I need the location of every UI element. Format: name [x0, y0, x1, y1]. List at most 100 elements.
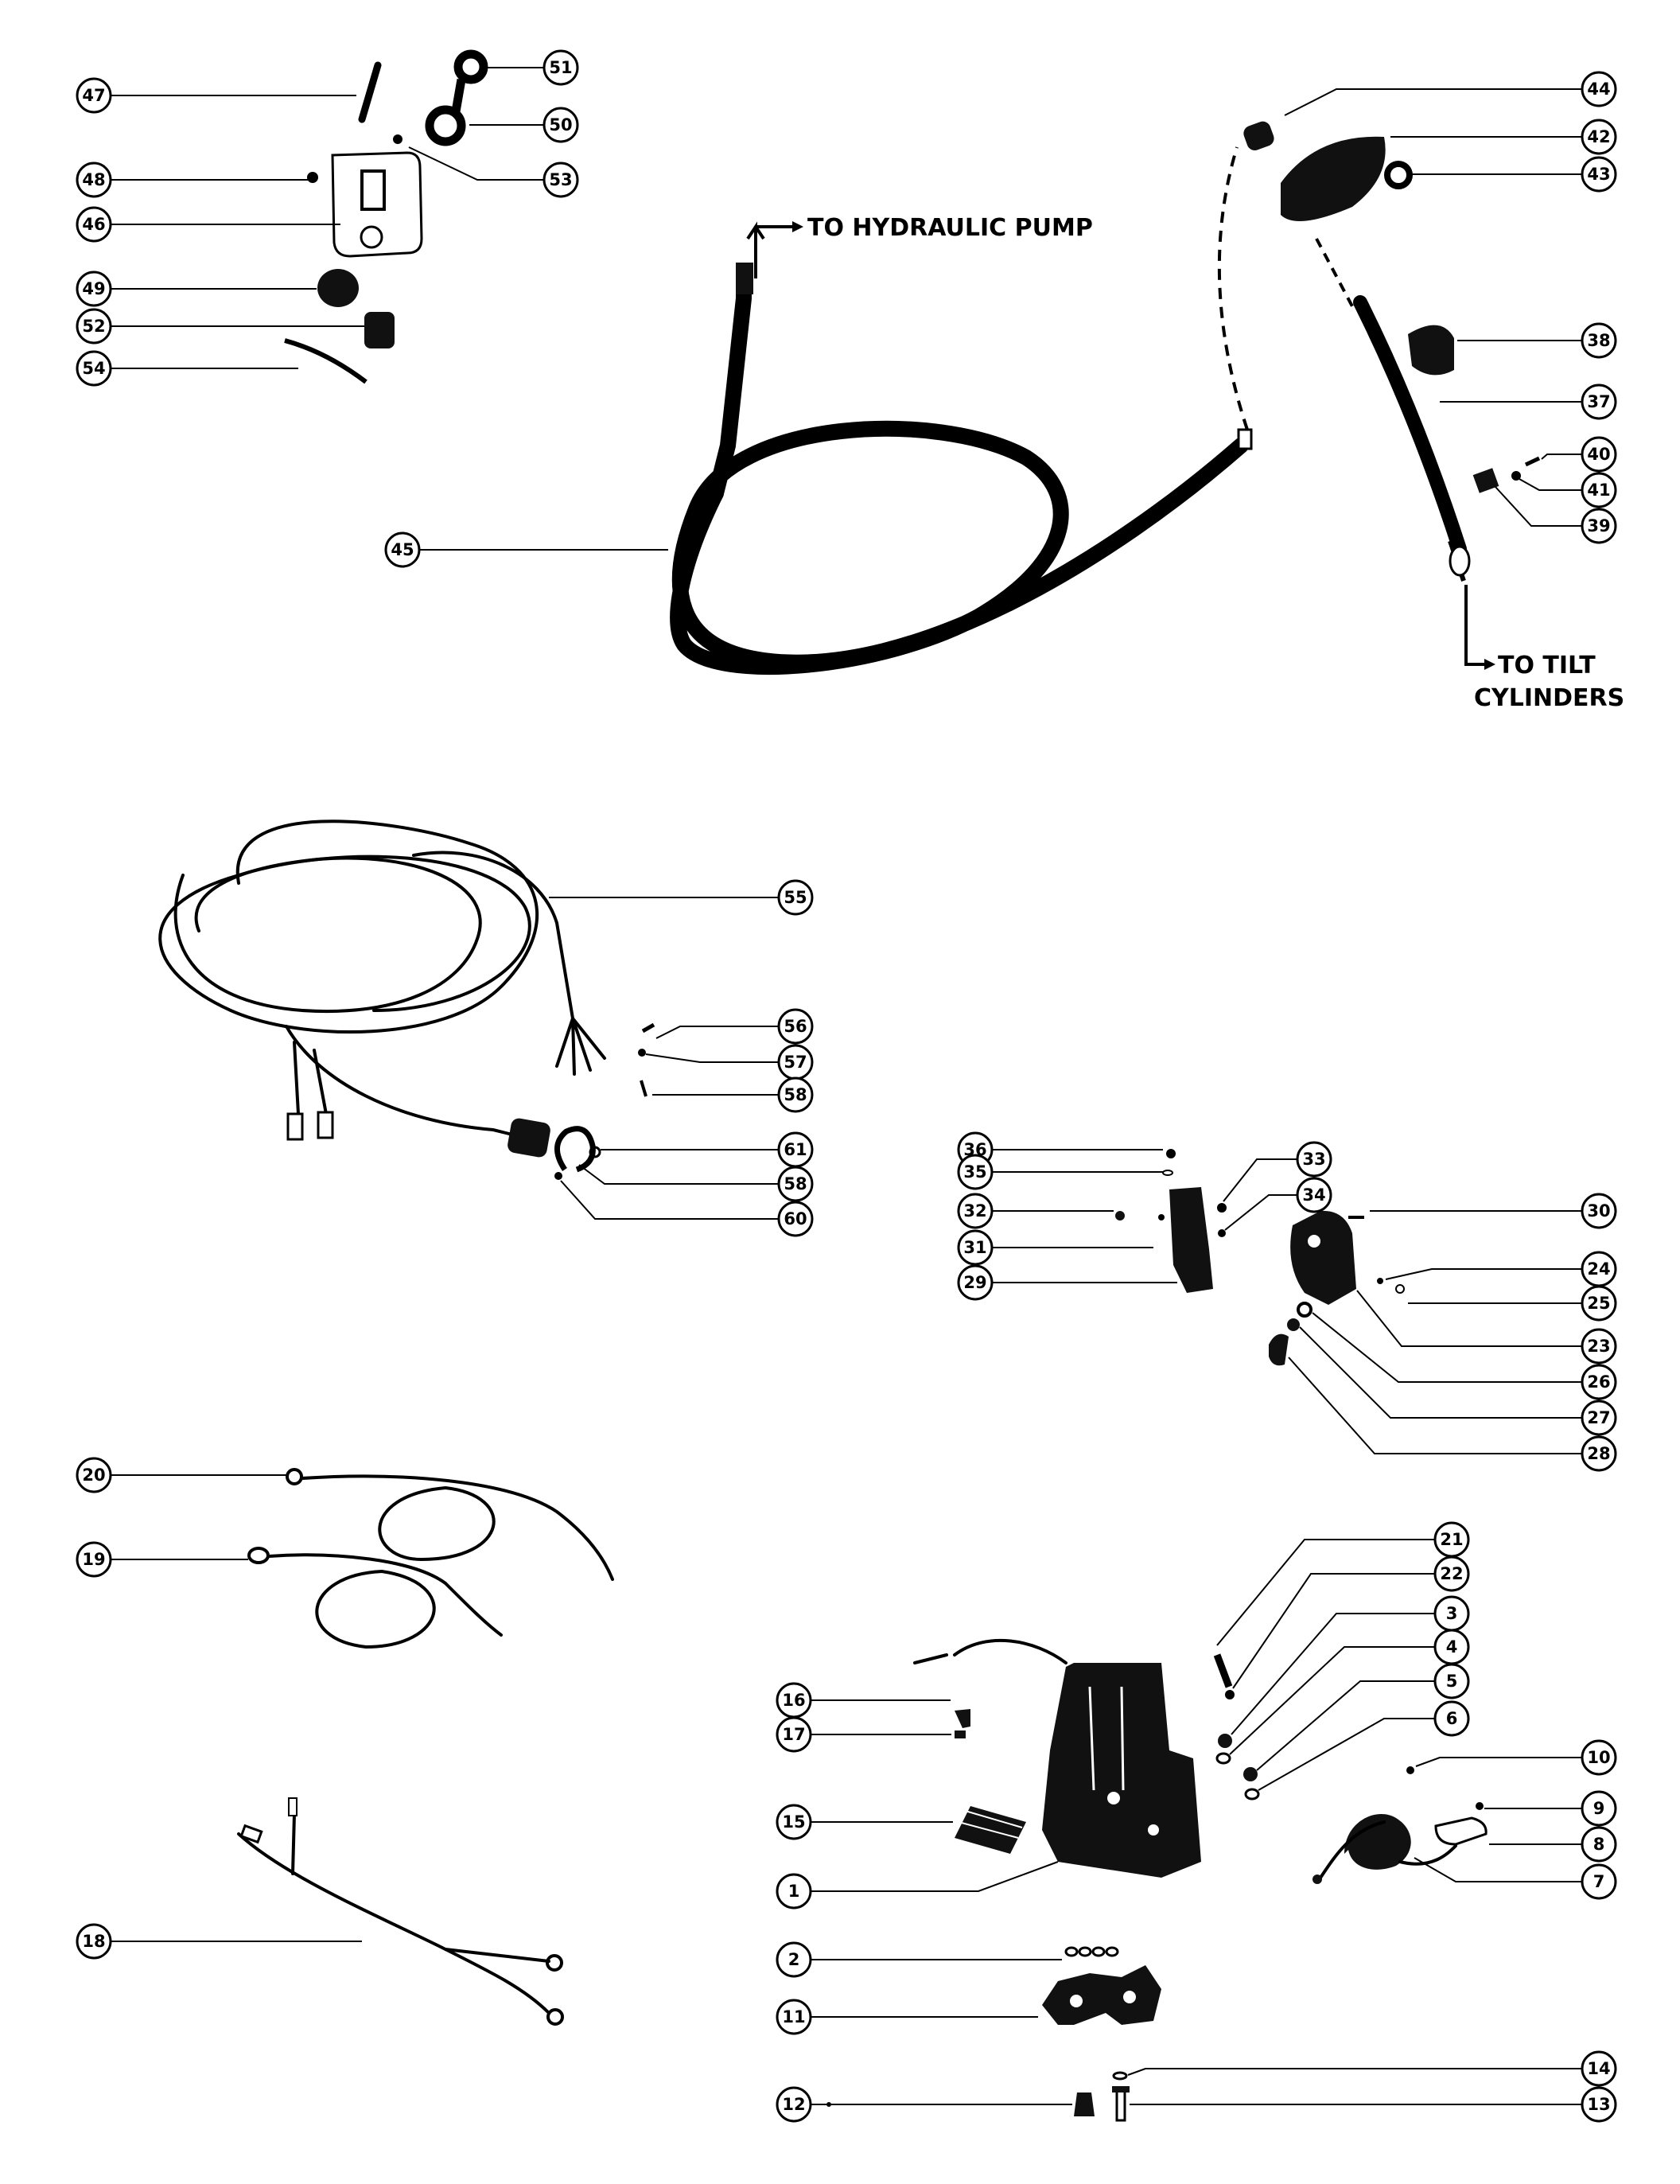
- bubble-15: 15: [776, 1804, 812, 1840]
- bubble-18: 18: [76, 1923, 112, 1960]
- hidden-line-44: [1217, 146, 1249, 430]
- part-33: [1217, 1203, 1227, 1213]
- part-10: [1406, 1766, 1414, 1774]
- bubble-49: 49: [76, 271, 112, 307]
- manifold-11: [1042, 1965, 1161, 2025]
- bubble-57: 57: [777, 1044, 814, 1080]
- bubble-12: 12: [776, 2086, 812, 2123]
- hose-37: [1353, 295, 1467, 556]
- svg-text:21: 21: [1440, 1530, 1463, 1549]
- svg-text:38: 38: [1587, 331, 1610, 350]
- svg-text:15: 15: [782, 1812, 805, 1832]
- bubble-58: 58: [777, 1076, 814, 1113]
- svg-text:43: 43: [1587, 165, 1610, 184]
- part-24: [1377, 1278, 1383, 1284]
- svg-text:48: 48: [82, 170, 105, 189]
- svg-text:26: 26: [1587, 1372, 1610, 1392]
- svg-text:61: 61: [784, 1140, 807, 1159]
- bubble-60: 60: [777, 1201, 814, 1237]
- nut-22: [1225, 1690, 1235, 1699]
- bubble-35: 35: [957, 1154, 994, 1190]
- svg-text:51: 51: [549, 58, 572, 77]
- o-ring-41: [1511, 471, 1521, 481]
- bubble-37: 37: [1581, 383, 1617, 420]
- bubble-47: 47: [76, 77, 112, 114]
- svg-text:10: 10: [1587, 1748, 1610, 1767]
- svg-text:24: 24: [1587, 1259, 1610, 1279]
- bubble-24: 24: [1581, 1251, 1617, 1287]
- bolt-13: [1115, 2087, 1126, 2122]
- svg-text:50: 50: [549, 115, 572, 134]
- bubble-22: 22: [1433, 1555, 1470, 1592]
- bracket-assembly: [1115, 1149, 1405, 1366]
- switch-7: [1344, 1814, 1411, 1870]
- arrow-to-tilt: [1464, 585, 1488, 666]
- washer-26: [1297, 1302, 1312, 1318]
- bubble-17: 17: [776, 1716, 812, 1753]
- svg-text:22: 22: [1440, 1564, 1463, 1583]
- part-40: [1524, 456, 1541, 467]
- svg-text:27: 27: [1587, 1408, 1610, 1427]
- screw-48: [307, 172, 318, 183]
- bubble-50: 50: [542, 107, 579, 143]
- svg-text:56: 56: [784, 1017, 807, 1036]
- hose-45-loop: [670, 420, 1249, 675]
- stud-21: [1213, 1653, 1233, 1688]
- svg-text:1: 1: [788, 1882, 800, 1901]
- svg-text:49: 49: [82, 279, 105, 298]
- to-tilt-label-line2: CYLINDERS: [1474, 684, 1624, 712]
- bubble-3: 3: [1433, 1595, 1470, 1632]
- bubble-20: 20: [76, 1457, 112, 1493]
- svg-text:4: 4: [1446, 1637, 1458, 1656]
- terminal-56: [641, 1022, 655, 1034]
- cover-42: [1281, 136, 1386, 221]
- svg-text:30: 30: [1587, 1201, 1610, 1220]
- o-rings-2: [1064, 1946, 1119, 1957]
- pump-body-1: [1042, 1663, 1201, 1878]
- bubble-19: 19: [76, 1541, 112, 1578]
- o-ring-43: [1384, 161, 1413, 189]
- svg-text:20: 20: [82, 1466, 105, 1485]
- svg-text:46: 46: [82, 215, 105, 234]
- bubble-46: 46: [76, 206, 112, 243]
- svg-text:7: 7: [1593, 1872, 1605, 1891]
- bubble-45: 45: [384, 531, 421, 568]
- wire-54: [284, 338, 368, 384]
- bubble-16: 16: [776, 1682, 812, 1719]
- pump-motor-assembly: [826, 1638, 1488, 2122]
- o-ring-14: [1112, 2071, 1128, 2081]
- svg-text:32: 32: [963, 1201, 986, 1220]
- harness-leads: [555, 1017, 606, 1076]
- washer-51: [453, 49, 488, 84]
- part-5: [1243, 1767, 1258, 1781]
- lead-20: [301, 1474, 614, 1581]
- nut-50: [425, 105, 466, 146]
- svg-text:58: 58: [784, 1174, 807, 1193]
- screw-60: [554, 1172, 562, 1180]
- solenoid-23: [1290, 1210, 1356, 1305]
- leader-lines: [111, 67, 1581, 2105]
- bubble-29: 29: [957, 1264, 994, 1301]
- to-hydraulic-pump-label: TO HYDRAULIC PUMP: [807, 214, 1093, 242]
- svg-text:6: 6: [1446, 1709, 1458, 1728]
- callouts: TO HYDRAULIC PUMP TO TILT CYLINDERS: [746, 214, 1624, 712]
- bubble-40: 40: [1581, 436, 1617, 473]
- switch-52: [364, 312, 395, 348]
- bubble-25: 25: [1581, 1285, 1617, 1322]
- svg-text:44: 44: [1587, 80, 1610, 99]
- svg-text:35: 35: [963, 1162, 986, 1182]
- bubble-39: 39: [1581, 508, 1617, 544]
- harness-18: [237, 1797, 564, 2026]
- bracket-8: [1434, 1816, 1488, 1846]
- bubble-43: 43: [1581, 156, 1617, 193]
- bubble-56: 56: [777, 1008, 814, 1045]
- bubble-44: 44: [1581, 71, 1617, 107]
- grommet-38: [1408, 325, 1454, 376]
- part-57: [638, 1049, 646, 1057]
- svg-text:53: 53: [549, 170, 572, 189]
- battery-leads: [247, 1468, 614, 1649]
- part-number-bubbles: 47 48 46 49 52 54 51 50 53 45 44 42 43 3…: [76, 49, 1617, 2123]
- part-17: [955, 1730, 966, 1738]
- svg-text:9: 9: [1593, 1799, 1605, 1818]
